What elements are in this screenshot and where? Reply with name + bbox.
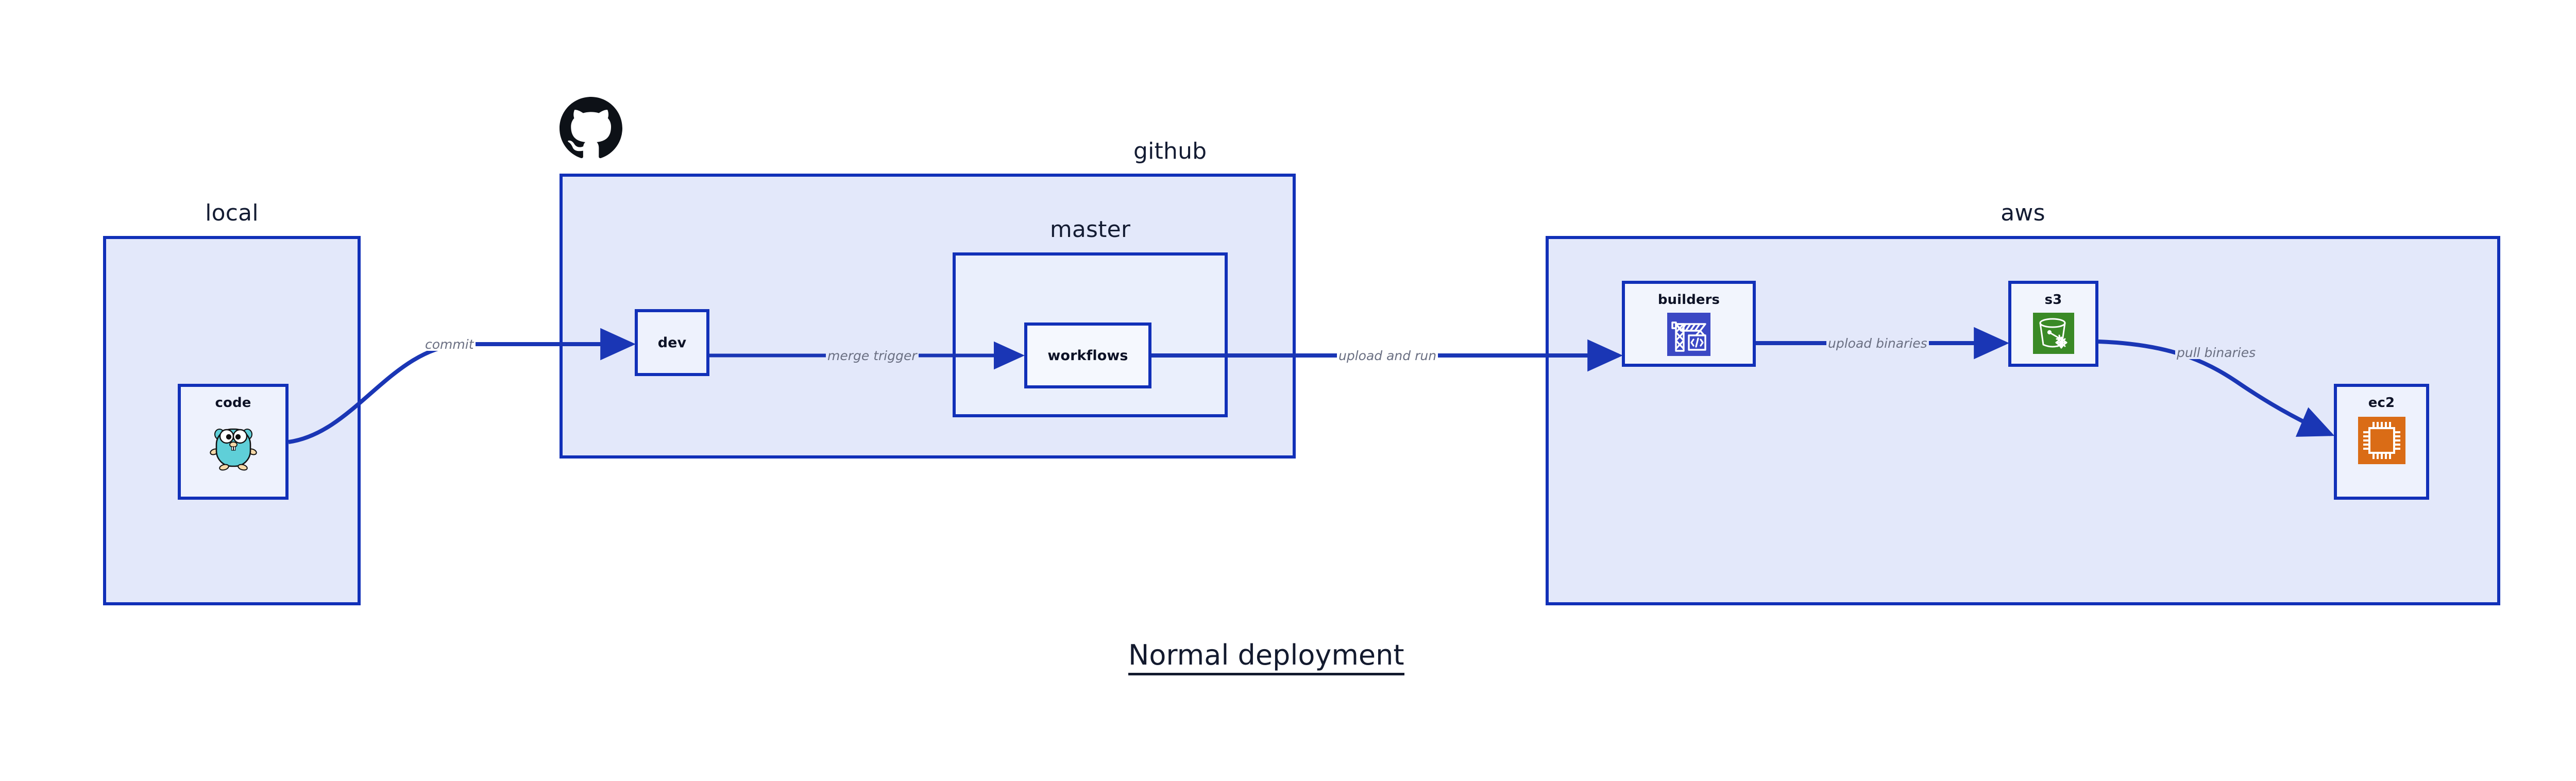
github-octocat-icon (560, 97, 622, 162)
node-dev-label: dev (657, 334, 687, 351)
node-s3[interactable]: s3 (2008, 281, 2098, 367)
node-workflows-label: workflows (1047, 347, 1128, 364)
node-ec2[interactable]: ec2 (2334, 384, 2429, 500)
group-github-title: github (1133, 138, 1207, 164)
node-workflows[interactable]: workflows (1024, 322, 1151, 388)
node-builders[interactable]: builders (1622, 281, 1756, 367)
node-code-label: code (215, 395, 251, 411)
ec2-chip-icon (2358, 417, 2405, 466)
edge-label-upload-binaries: upload binaries (1826, 337, 1929, 350)
node-dev[interactable]: dev (635, 309, 709, 376)
node-ec2-label: ec2 (2368, 395, 2395, 411)
edge-label-upload-and-run: upload and run (1337, 349, 1438, 362)
group-local-title: local (205, 200, 259, 226)
codebuild-icon (1667, 313, 1710, 358)
group-aws-title: aws (2001, 200, 2045, 226)
go-gopher-icon (209, 418, 257, 473)
node-builders-label: builders (1657, 292, 1720, 308)
subgroup-master-title: master (1049, 216, 1131, 243)
s3-bucket-icon (2032, 313, 2074, 356)
node-code[interactable]: code (178, 384, 289, 500)
node-s3-label: s3 (2044, 292, 2062, 308)
edge-label-commit: commit (423, 338, 476, 351)
edge-label-pull-binaries: pull binaries (2175, 346, 2258, 359)
page-title: Normal deployment (1128, 641, 1404, 675)
edge-label-merge-trigger: merge trigger (826, 349, 919, 362)
